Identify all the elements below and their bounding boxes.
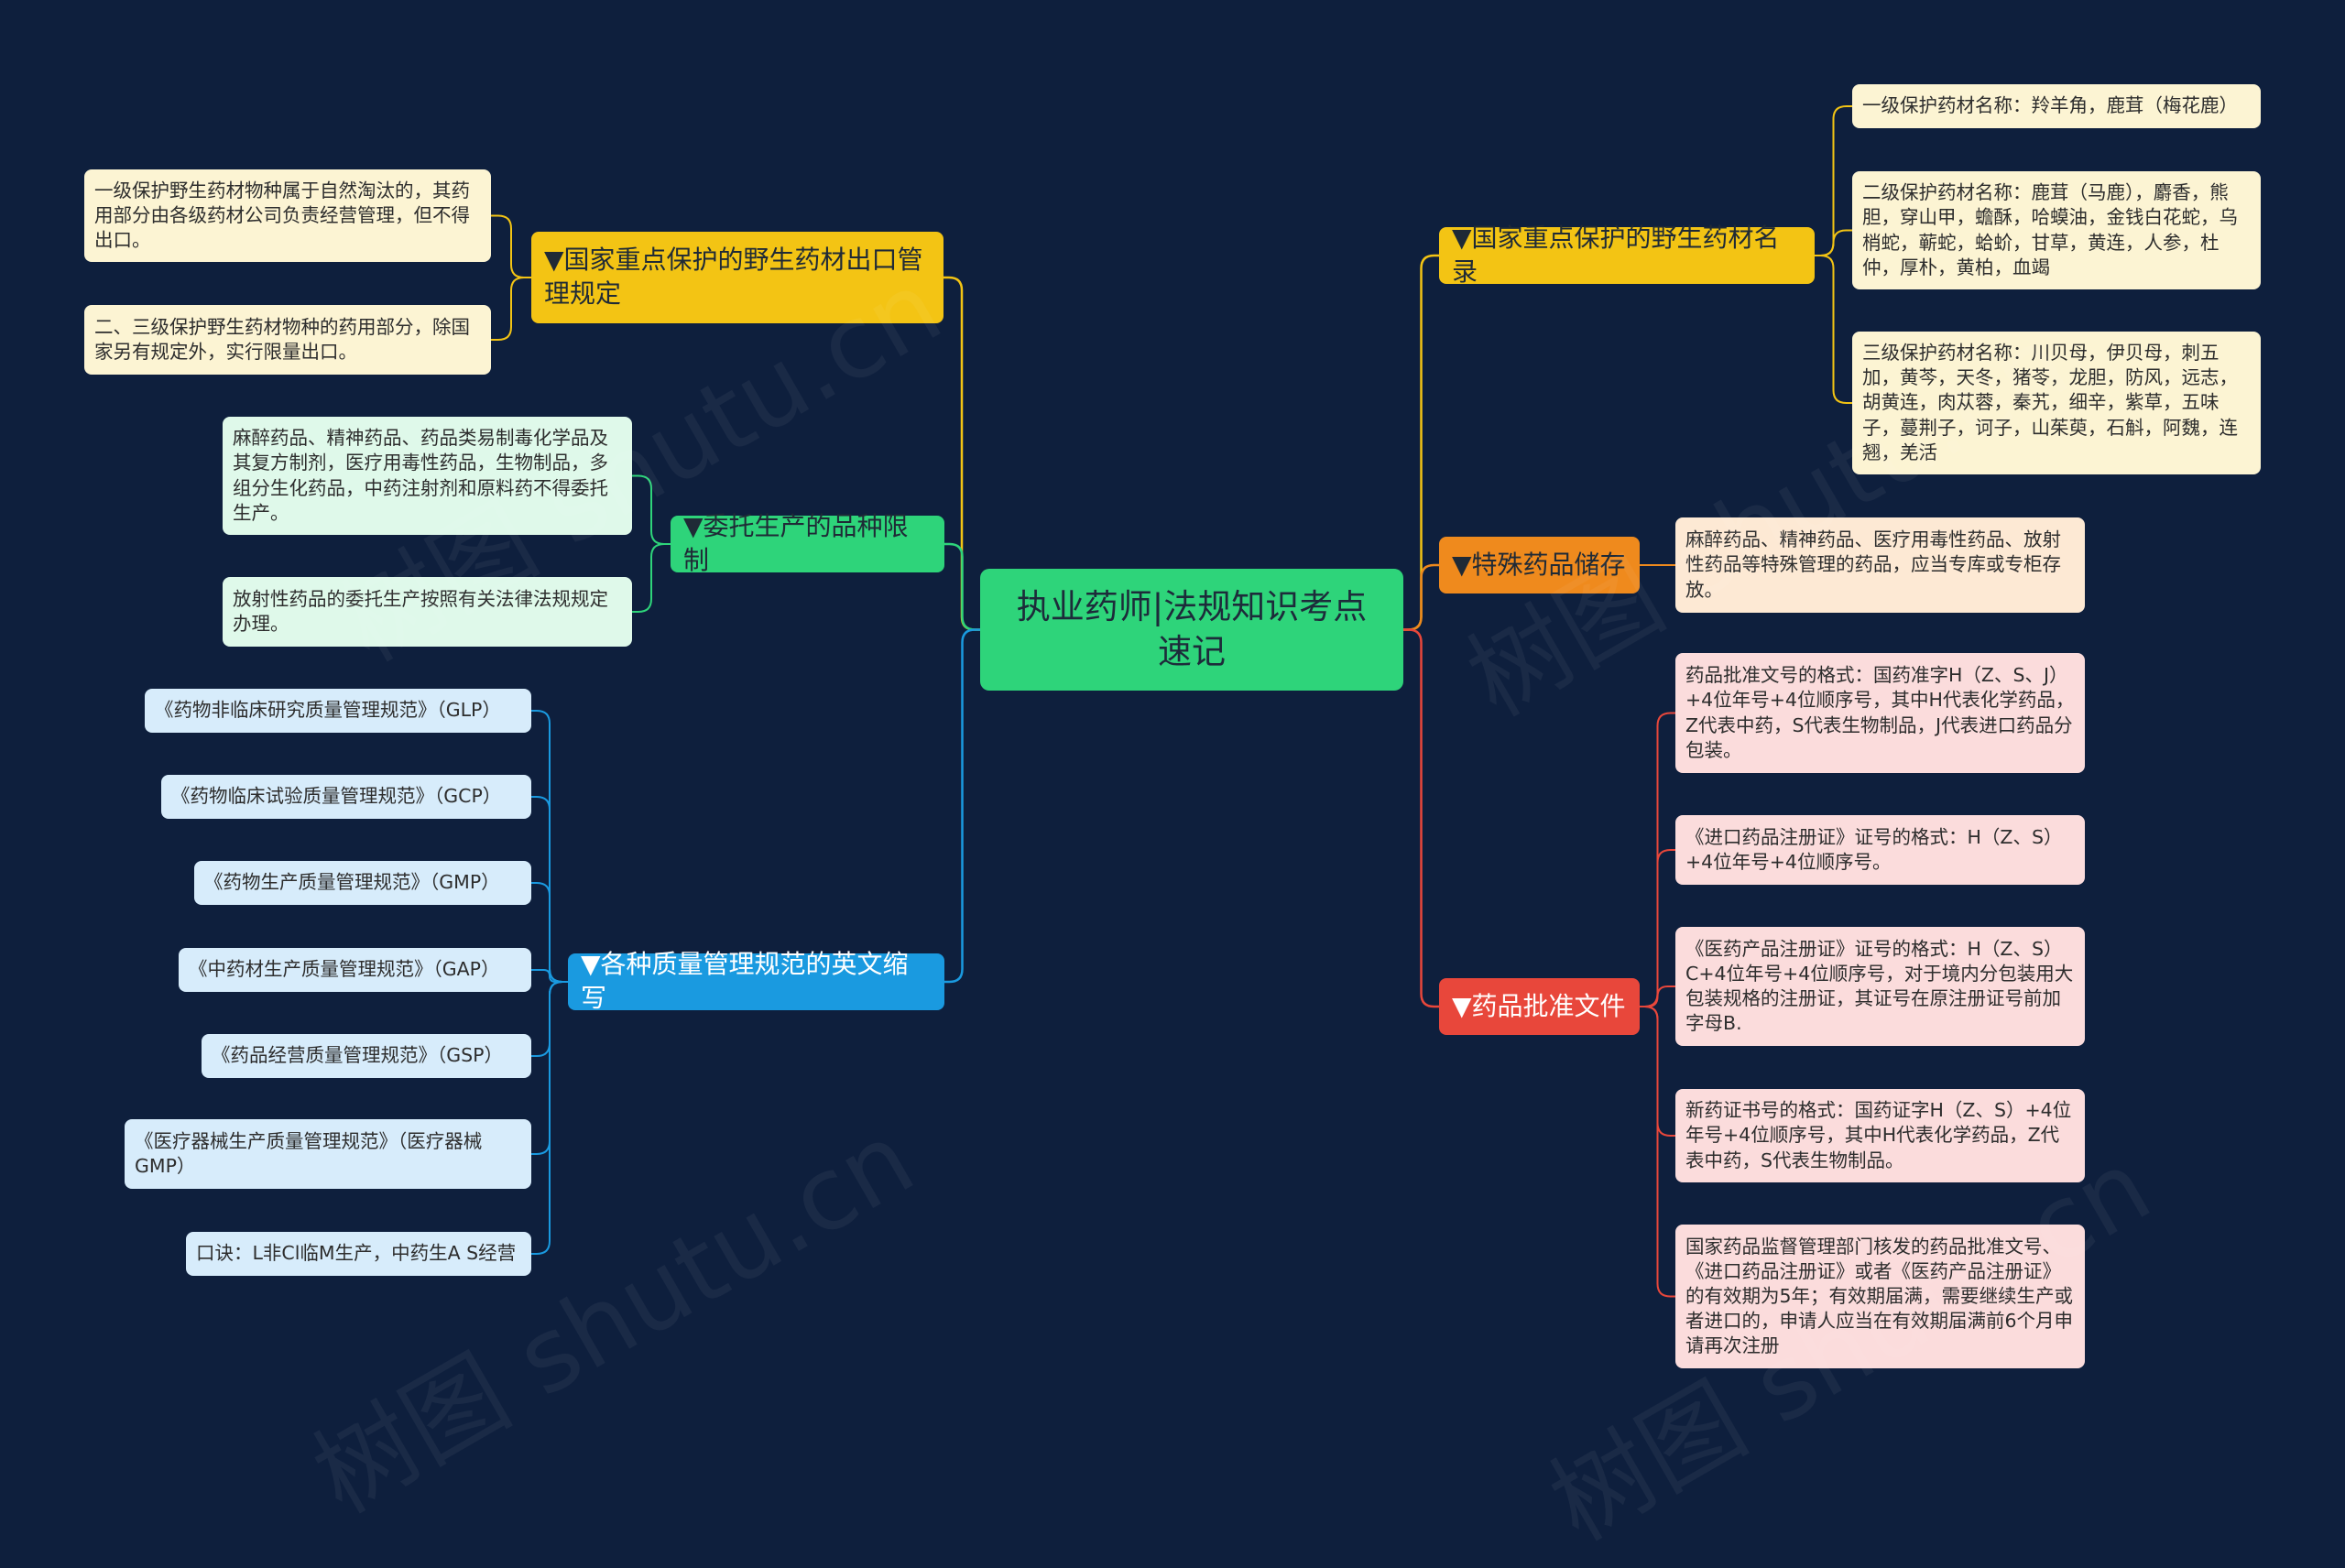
leaf-import-registration-format[interactable]: 《进口药品注册证》证号的格式：H（Z、S）+4位年号+4位顺序号。 [1675,815,2085,885]
link-l-entrust-1 [632,474,671,545]
leaf-approval-number-format[interactable]: 药品批准文号的格式：国药准字H（Z、S、J）+4位年号+4位顺序号，其中H代表化… [1675,653,2085,773]
link-root-storage [1403,563,1439,631]
root-topic[interactable]: 执业药师|法规知识考点速记 [980,569,1403,691]
topic-quality-abbreviations[interactable]: ▼各种质量管理规范的英文缩写 [568,949,944,1013]
link-l-approval-2 [1640,849,1675,1007]
topic-export-regulations[interactable]: ▼国家重点保护的野生药材出口管理规定 [531,232,943,323]
link-l-export-1 [491,214,531,278]
leaf-level-three-herbs[interactable]: 三级保护药材名称：川贝母，伊贝母，刺五加，黄芩，天冬，猪苓，龙胆，防风，远志，胡… [1852,332,2261,474]
leaf-device-gmp[interactable]: 《医疗器械生产质量管理规范》（医疗器械GMP） [125,1119,531,1189]
topic-drug-approval-documents[interactable]: ▼药品批准文件 [1439,978,1640,1035]
link-l-approval-3 [1640,985,1675,1007]
leaf-gmp[interactable]: 《药物生产质量管理规范》（GMP） [194,861,531,905]
link-root-quality [944,628,980,984]
link-l-approval-5 [1640,1006,1675,1298]
leaf-entrust-prohibited[interactable]: 麻醉药品、精神药品、药品类易制毒化学品及其复方制剂，医疗用毒性药品，生物制品，多… [223,417,632,535]
topic-special-drug-storage[interactable]: ▼特殊药品储存 [1439,537,1640,593]
leaf-level-two-herbs[interactable]: 二级保护药材名称：鹿茸（马鹿），麝香，熊胆，穿山甲，蟾酥，哈蟆油，金钱白花蛇，乌… [1852,171,2261,289]
leaf-gcp[interactable]: 《药物临床试验质量管理规范》（GCP） [161,775,531,819]
link-root-approval [1403,628,1439,1008]
leaf-new-drug-certificate-format[interactable]: 新药证书号的格式：国药证字H（Z、S）+4位年号+4位顺序号，其中H代表化学药品… [1675,1089,2085,1182]
topic-entrusted-production[interactable]: ▼委托生产的品种限制 [671,511,944,575]
leaf-level-one-herbs[interactable]: 一级保护药材名称：羚羊角，鹿茸（梅花鹿） [1852,84,2261,128]
leaf-validity-period[interactable]: 国家药品监督管理部门核发的药品批准文号、《进口药品注册证》或者《医药产品注册证》… [1675,1225,2085,1368]
link-l-quality-3 [531,882,568,983]
link-l-quality-4 [531,969,568,983]
link-l-entrust-2 [632,543,671,613]
link-l-quality-7 [531,981,568,1255]
topic-protected-herb-list[interactable]: ▼国家重点保护的野生药材名录 [1439,223,1815,287]
connector-lines [491,105,1852,1298]
leaf-mnemonic[interactable]: 口诀：L非Cl临M生产，中药生A S经营 [186,1232,531,1276]
leaf-gap[interactable]: 《中药材生产质量管理规范》（GAP） [179,948,531,992]
link-l-list-2 [1815,229,1852,256]
link-root-entrust [944,542,980,631]
leaf-export-level-one[interactable]: 一级保护野生药材物种属于自然淘汰的，其药用部分由各级药材公司负责经营管理，但不得… [84,169,491,262]
leaf-entrust-radioactive[interactable]: 放射性药品的委托生产按照有关法律法规规定办理。 [223,577,632,647]
leaf-export-level-two-three[interactable]: 二、三级保护野生药材物种的药用部分，除国家另有规定外，实行限量出口。 [84,305,491,375]
link-l-export-2 [491,277,531,341]
leaf-storage-rule[interactable]: 麻醉药品、精神药品、医疗用毒性药品、放射性药品等特殊管理的药品，应当专库或专柜存… [1675,517,2085,613]
link-l-list-1 [1815,105,1852,256]
leaf-medical-product-registration-format[interactable]: 《医药产品注册证》证号的格式：H（Z、S）C+4位年号+4位顺序号，对于境内分包… [1675,927,2085,1046]
leaf-gsp[interactable]: 《药品经营质量管理规范》（GSP） [202,1034,531,1078]
leaf-glp[interactable]: 《药物非临床研究质量管理规范》（GLP） [145,689,531,733]
link-l-list-3 [1815,255,1852,404]
